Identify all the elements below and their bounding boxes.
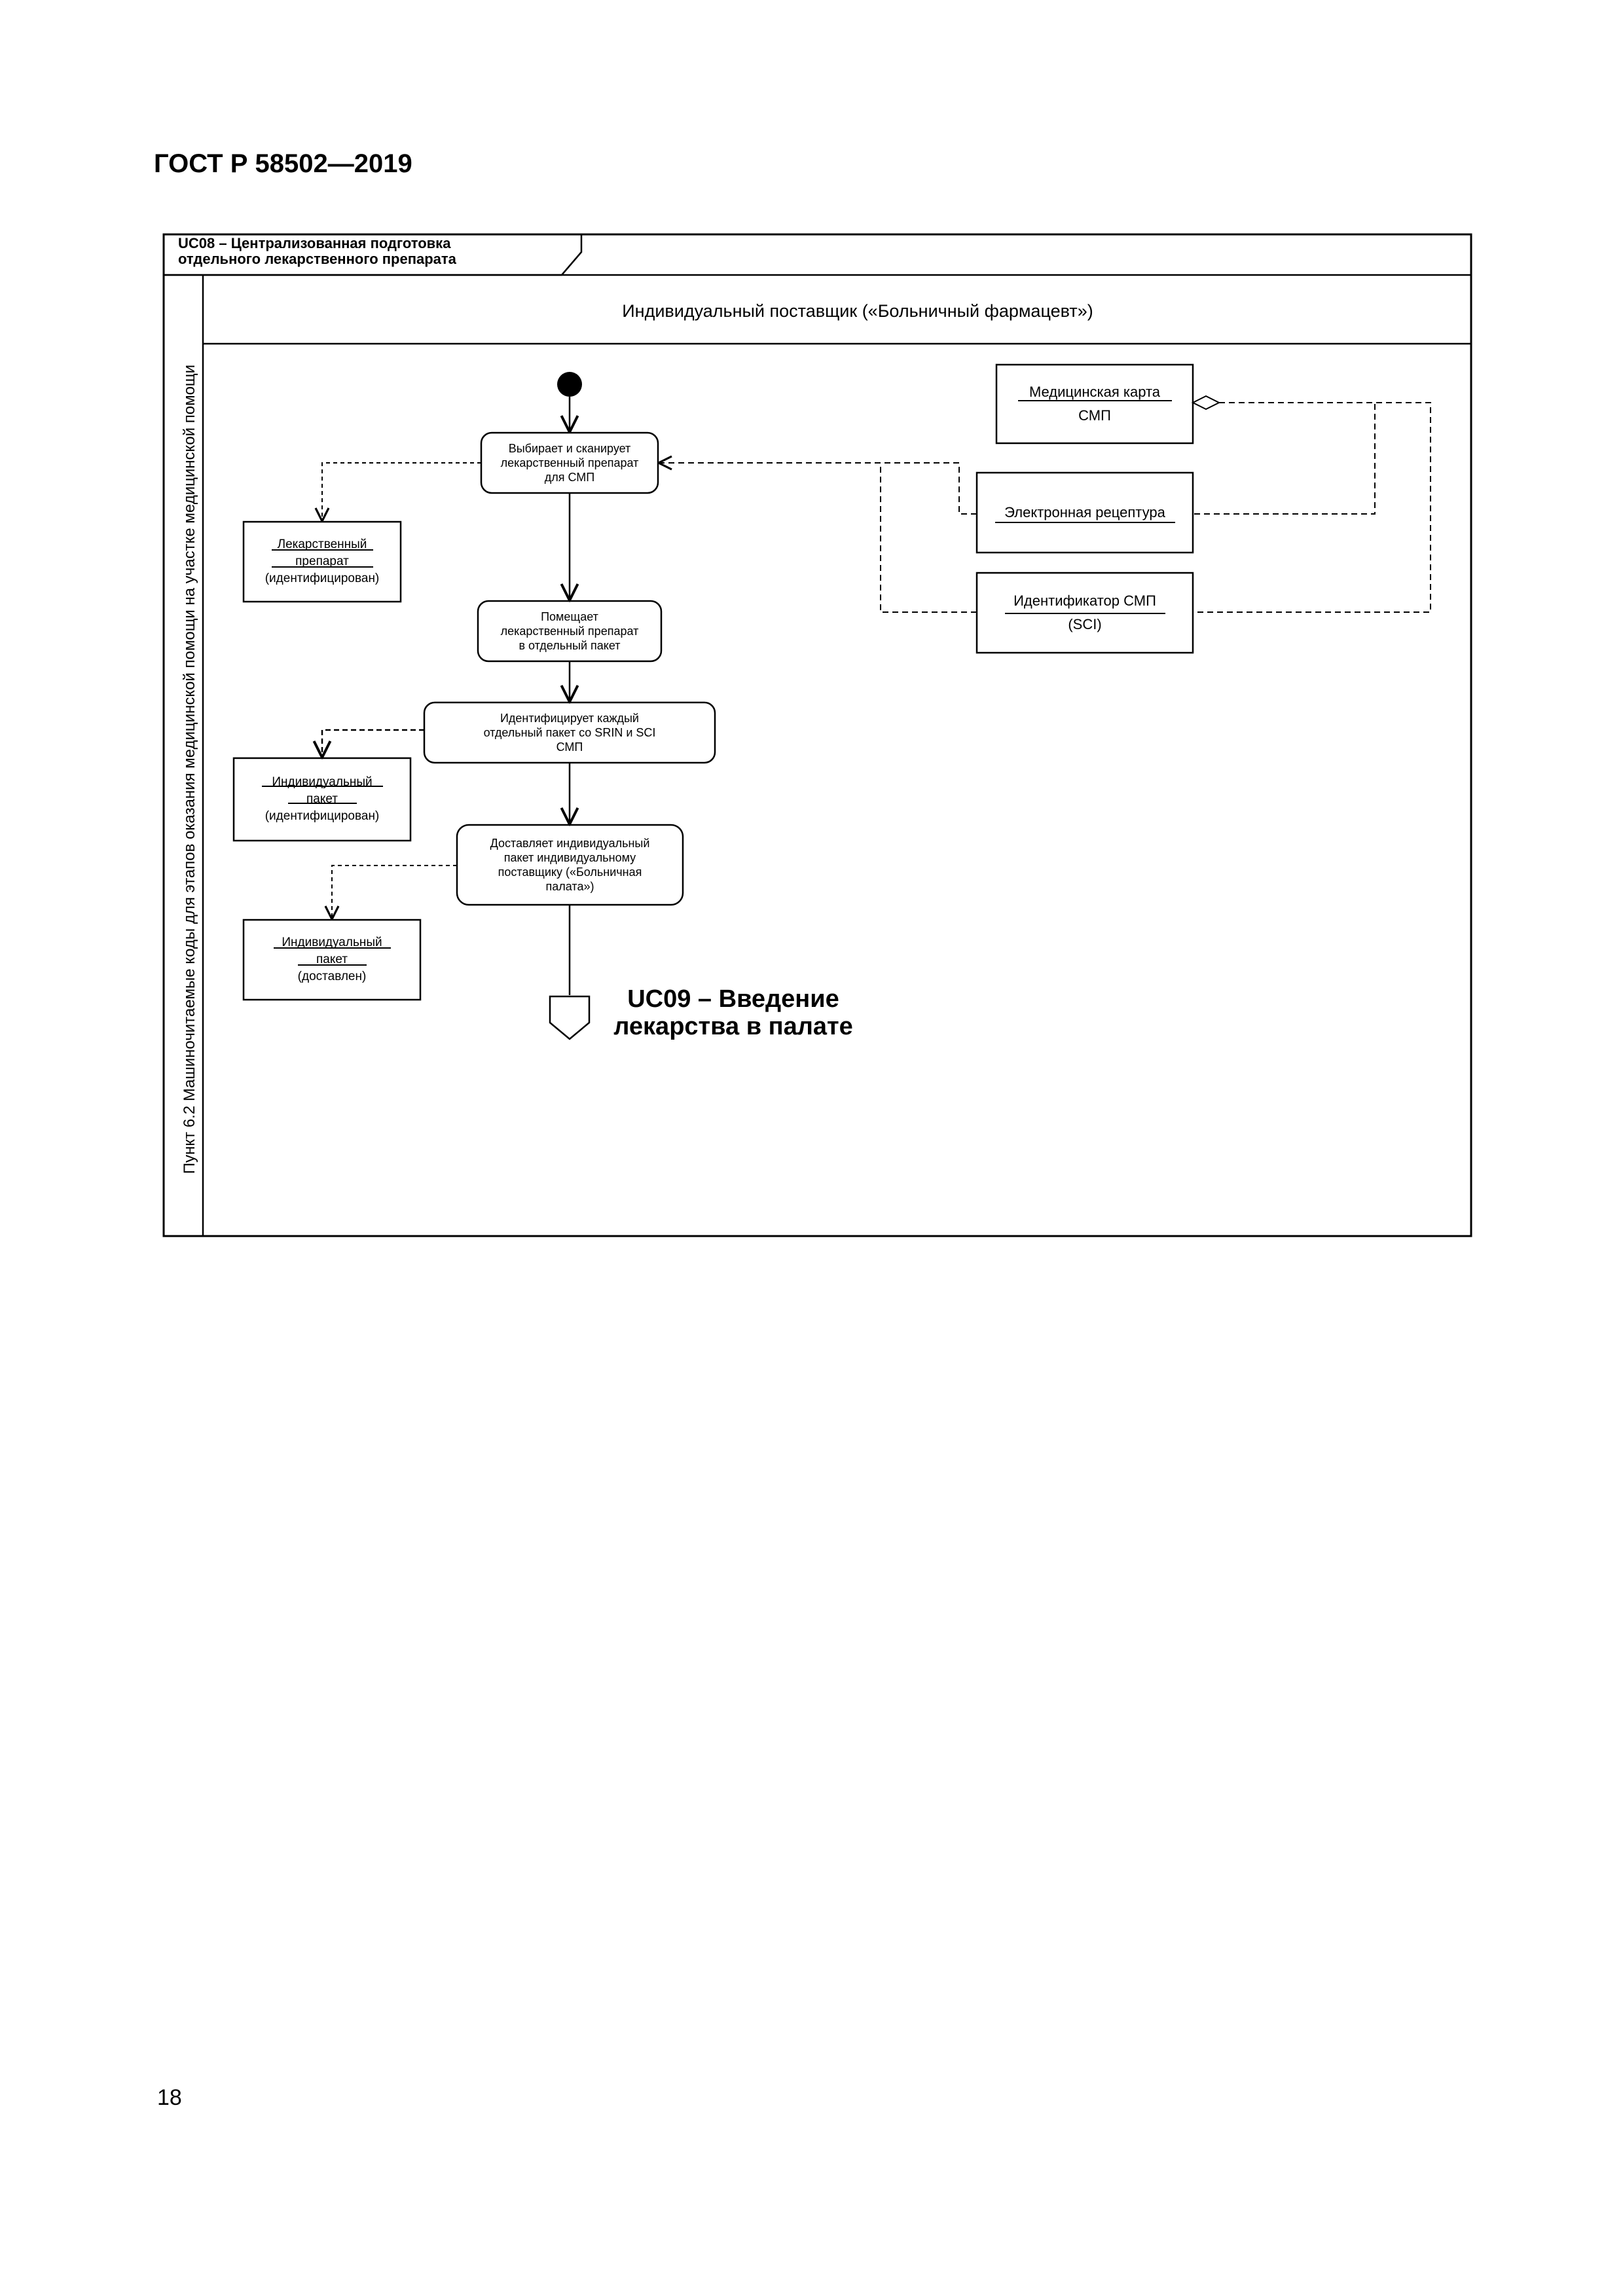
object-text: СМП — [1078, 407, 1111, 424]
activity-text: отдельный пакет со SRIN и SCI — [483, 726, 656, 739]
activity-text: в отдельный пакет — [519, 639, 621, 652]
activity-text: лекарственный препарат — [500, 456, 639, 469]
connector-text: лекарства в палате — [613, 1013, 853, 1040]
object-package-identified — [232, 757, 412, 842]
object-text: пакет — [316, 953, 348, 966]
object-text: Индивидуальный — [272, 775, 373, 789]
object-text: Индивидуальный — [282, 936, 382, 949]
object-text: (SCI) — [1068, 616, 1102, 632]
object-text: Лекарственный — [277, 538, 367, 551]
activity-place-package-label: Помещает лекарственный препарат в отдель… — [478, 601, 661, 661]
activity-text: палата») — [545, 880, 594, 893]
vertical-section-label: Пункт 6.2 Машиночитаемые коды для этапов… — [181, 364, 198, 1175]
activity-text: пакет индивидуальному — [503, 851, 636, 864]
activity-text: СМП — [556, 740, 583, 754]
swimlane-title: Индивидуальный поставщик («Больничный фа… — [622, 301, 1093, 321]
activity-text: Помещает — [541, 610, 598, 623]
activity-select-scan-label: Выбирает и сканирует лекарственный препа… — [481, 433, 658, 493]
aggregation-diamond — [1191, 395, 1221, 410]
object-text: (идентифицирован) — [264, 572, 380, 585]
object-e-prescription-label: Электронная рецептура — [977, 473, 1193, 553]
activity-text: Доставляет индивидуальный — [490, 837, 650, 850]
object-e-prescription — [976, 471, 1194, 554]
activity-text: лекарственный препарат — [500, 625, 639, 638]
connector-uc09 — [549, 995, 591, 1040]
object-text: Электронная рецептура — [1004, 504, 1165, 520]
activity-text: для СМП — [544, 471, 595, 484]
activity-text: Выбирает и сканирует — [508, 442, 631, 455]
object-package-identified-label: Индивидуальный пакет (идентифицирован) — [234, 758, 410, 841]
activity-deliver-package-label: Доставляет индивидуальный пакет индивиду… — [457, 825, 683, 905]
object-text: Медицинская карта — [1029, 384, 1161, 400]
object-medical-record — [995, 363, 1194, 445]
document-header: ГОСТ Р 58502—2019 — [154, 149, 412, 178]
object-text: (идентифицирован) — [264, 809, 380, 823]
object-patient-id-label: Идентификатор СМП (SCI) — [977, 573, 1193, 653]
connector-uc09-label: UC09 – Введение лекарства в палате — [583, 985, 884, 1040]
activity-text: Идентифицирует каждый — [500, 712, 639, 725]
object-package-delivered — [242, 919, 422, 1001]
object-text: (доставлен) — [297, 970, 367, 983]
object-package-delivered-label: Индивидуальный пакет (доставлен) — [244, 920, 420, 1000]
activity-identify-package-label: Идентифицирует каждый отдельный пакет со… — [424, 702, 715, 763]
frame-title-line1: UC08 – Централизованная подготовка — [178, 235, 451, 251]
initial-node — [557, 372, 582, 397]
page-number: 18 — [157, 2085, 182, 2110]
frame-title-line2: отдельного лекарственного препарата — [178, 251, 456, 267]
object-text: пакет — [306, 792, 338, 806]
object-medical-record-label: Медицинская карта СМП — [996, 365, 1193, 443]
activity-text: поставщику («Больничная — [498, 866, 642, 879]
object-drug-identified-label: Лекарственный препарат (идентифицирован) — [244, 522, 401, 602]
diagram-frame — [162, 233, 1472, 1237]
object-text: препарат — [295, 555, 349, 568]
frame-title: UC08 – Централизованная подготовка отдел… — [178, 236, 571, 267]
object-text: Идентификатор СМП — [1013, 592, 1156, 609]
connector-text: UC09 – Введение — [627, 985, 839, 1013]
